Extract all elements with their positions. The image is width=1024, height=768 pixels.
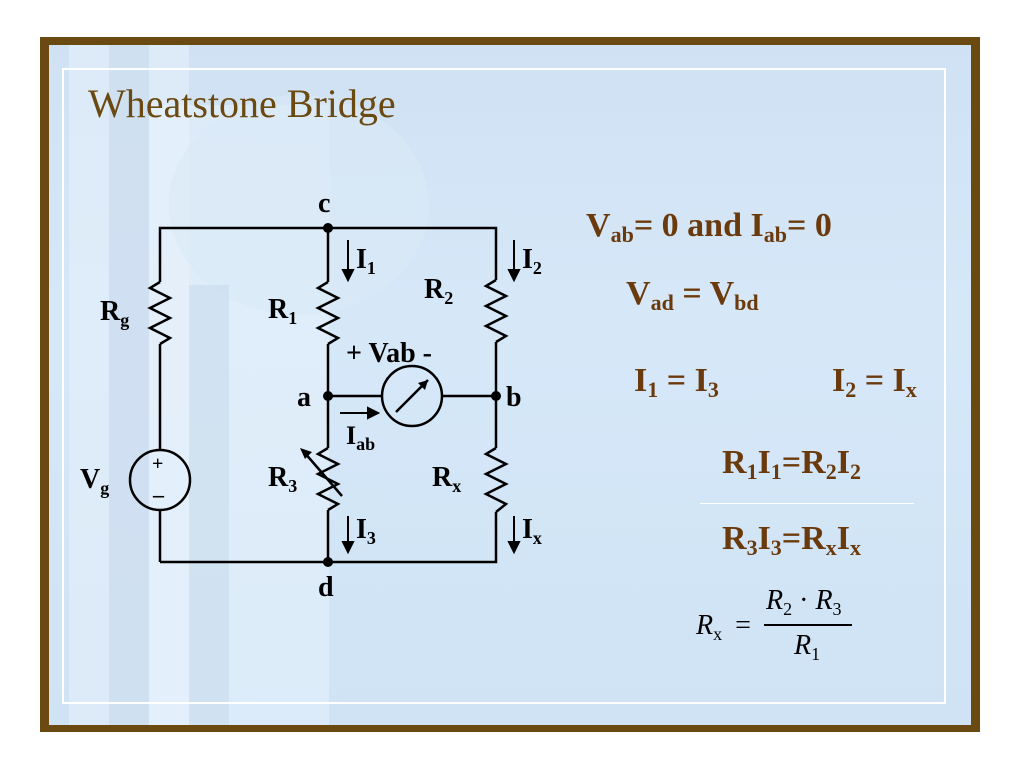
variable-resistor-arrowhead	[300, 448, 312, 459]
i2-label: I2	[522, 244, 542, 278]
equation-r1i1-r2i2: R1I1=R2I2	[722, 444, 861, 484]
equation-divider-line	[700, 503, 914, 504]
rx-formula-numerator: R2 · R3	[766, 585, 842, 619]
source-plus-sign: +	[152, 453, 163, 475]
node-b-dot	[491, 391, 501, 401]
background-column-art	[69, 45, 429, 725]
rx-formula-lhs: Rx =	[696, 610, 751, 644]
i1-label: I1	[356, 244, 376, 278]
current-arrows	[340, 240, 521, 555]
slide-background	[49, 45, 971, 725]
iab-label: Iab	[346, 421, 375, 454]
galvanometer-icon	[380, 364, 444, 428]
i3-label: I3	[356, 514, 376, 548]
variable-resistor-arrow	[303, 451, 343, 497]
equation-vad-vbd: Vad = Vbd	[626, 275, 759, 315]
rx-formula-denominator: R1	[794, 630, 821, 664]
equation-i2-ix: I2 = Ix	[832, 362, 917, 402]
vg-label: Vg	[80, 464, 109, 498]
r1-label: R1	[268, 294, 297, 328]
node-d-dot	[323, 557, 333, 567]
r3-label: R3	[268, 462, 297, 496]
rx-label: Rx	[432, 462, 461, 496]
node-d-label: d	[318, 572, 334, 603]
node-c-dot	[323, 223, 333, 233]
source-minus-sign: –	[152, 482, 165, 507]
ix-label: Ix	[522, 514, 542, 548]
node-a-dot	[323, 391, 333, 401]
vab-polarity-label: + Vab -	[346, 338, 432, 369]
equation-i1-i3: I1 = I3	[634, 362, 719, 402]
equation-vab-iab-zero: Vab= 0 and Iab= 0	[586, 207, 832, 247]
voltage-source-icon	[128, 448, 192, 512]
slide-inner-border	[62, 68, 946, 704]
node-b-label: b	[506, 382, 522, 413]
equation-r3i3-rxix: R3I3=RxIx	[722, 520, 861, 560]
slide-title: Wheatstone Bridge	[88, 81, 396, 126]
r2-label: R2	[424, 274, 453, 308]
node-a-label: a	[297, 382, 311, 413]
rx-formula-fraction-bar	[764, 624, 852, 626]
node-c-label: c	[318, 188, 330, 219]
rg-label: Rg	[100, 296, 129, 330]
galvanometer-needle-arrowhead	[418, 380, 428, 390]
